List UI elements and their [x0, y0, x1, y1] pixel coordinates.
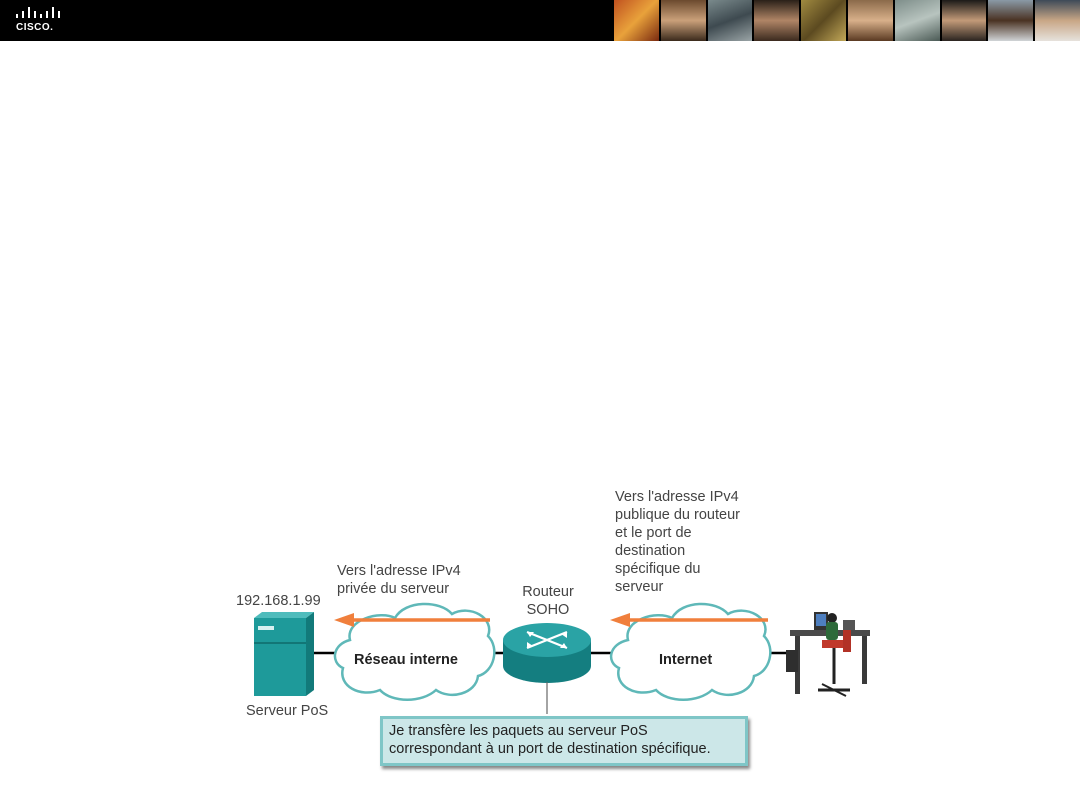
private-arrow-label: Vers l'adresse IPv4 privée du serveur [337, 563, 461, 597]
header-photo [986, 0, 1034, 41]
cisco-logo: CISCO. [15, 6, 65, 36]
internal-network-cloud [333, 602, 496, 701]
header-photo [658, 0, 706, 41]
header-photo [845, 0, 893, 41]
internet-label: Internet [659, 652, 713, 668]
public-arrow-label: Vers l'adresse IPv4 publique du routeur … [615, 489, 740, 595]
public-direction-arrow [610, 613, 768, 627]
server-name-label: Serveur PoS [246, 703, 329, 719]
router-callout: Je transfère les paquets au serveur PoS … [380, 716, 748, 766]
private-direction-arrow [334, 613, 490, 627]
header-photo [799, 0, 846, 41]
router-label: Routeur SOHO [522, 584, 574, 618]
header-photo-strip [612, 0, 1080, 41]
header-photo [1033, 0, 1080, 41]
header-photo [939, 0, 987, 41]
soho-router-icon [503, 623, 591, 714]
header-photo [612, 0, 659, 41]
internal-network-label: Réseau interne [354, 652, 458, 668]
pos-server-icon [254, 612, 314, 696]
header-photo [752, 0, 800, 41]
cisco-logo-text: CISCO. [16, 22, 54, 33]
header-bar: CISCO. [0, 0, 1080, 41]
remote-user-icon [786, 612, 870, 697]
server-ip-label: 192.168.1.99 [236, 593, 321, 609]
internet-cloud [609, 602, 772, 701]
header-photo [892, 0, 940, 41]
header-photo [705, 0, 753, 41]
